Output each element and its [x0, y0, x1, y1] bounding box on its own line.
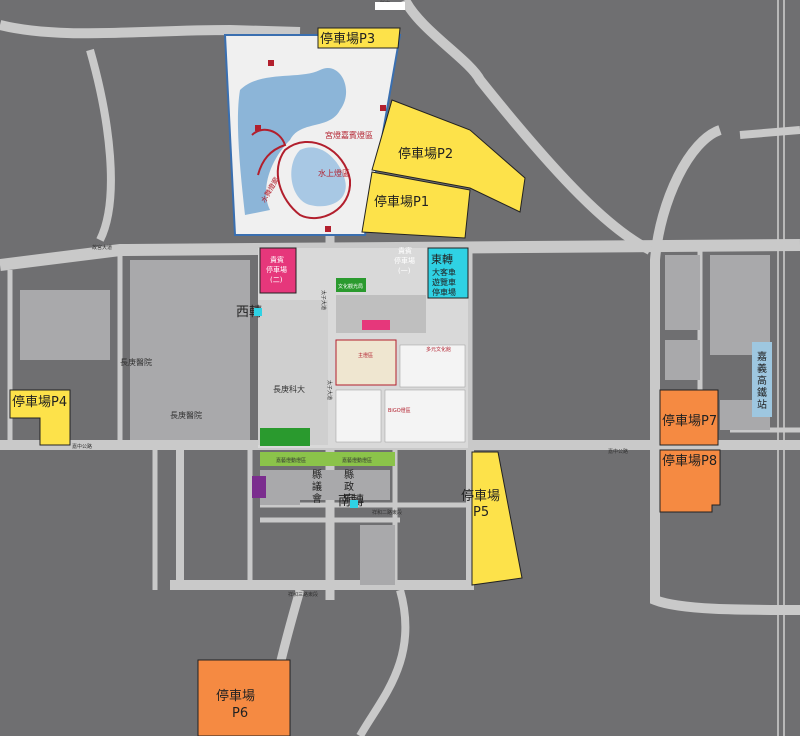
- county-council-3: 會: [312, 492, 322, 505]
- xiangyang-road-label: 祥和三路東段: [288, 591, 318, 598]
- bus-line-2: 遊覽車: [432, 277, 456, 287]
- parking-p7: [659, 389, 719, 446]
- parking-p8: [659, 449, 721, 513]
- vip2-line-1: 貴賓: [270, 255, 284, 264]
- bus-line-3: 停車場: [432, 287, 456, 297]
- cultural-center-label: 文化觀光局: [338, 283, 363, 290]
- building-blocks: [20, 255, 770, 585]
- parking-p2: [371, 99, 526, 213]
- parking-p6: [197, 659, 291, 736]
- culture-bureau-box: [336, 278, 366, 292]
- hsr-1: 嘉: [757, 350, 767, 363]
- performance-zone-label-2: 嘉藝燈動燈區: [342, 457, 372, 464]
- vip2-line-3: (二): [270, 276, 283, 284]
- county-gov-1: 縣: [344, 469, 354, 481]
- parking-p3: [317, 27, 401, 49]
- county-council-2: 議: [312, 480, 322, 493]
- vip1-line-1: 貴賓: [398, 246, 412, 255]
- jiazhong-road-label: 嘉中公路: [72, 443, 92, 450]
- taizi-road-label: 太子大道: [320, 290, 327, 310]
- changgung-univ-block: [258, 300, 328, 445]
- p8-label: 停車場P8: [662, 453, 717, 469]
- lantern-main-label: 主燈區: [358, 352, 373, 359]
- hsr-station-block: [752, 342, 772, 417]
- p7-label: 停車場P7: [662, 413, 717, 429]
- hsr-3: 高: [757, 374, 767, 387]
- bus-parking: [427, 247, 469, 299]
- county-gov-3: 府: [344, 492, 354, 505]
- water-park-area: [223, 34, 402, 236]
- vip2-line-2: 停車場: [266, 265, 287, 274]
- hsr-5: 站: [757, 398, 767, 411]
- changgung-hosp-label: 長庚醫院: [120, 357, 152, 367]
- jiazhong-road-label-2: 嘉中公路: [608, 448, 628, 455]
- p2-label: 停車場P2: [398, 146, 453, 162]
- marker-icons: [254, 2, 462, 508]
- p6-label-2: P6: [232, 706, 248, 721]
- parking-p4: [9, 389, 71, 446]
- p5-label-2: P5: [473, 505, 489, 520]
- parking-p5: [471, 451, 523, 586]
- main-lantern-zone: [335, 295, 466, 443]
- water-area-label: 水上燈區: [318, 168, 350, 178]
- p5-label-1: 停車場: [461, 488, 500, 504]
- bigo-label: BiGO燈區: [388, 407, 411, 414]
- hsr-4: 鐵: [757, 386, 767, 399]
- p1-label: 停車場P1: [374, 194, 429, 210]
- parking-p1: [361, 171, 471, 239]
- county-council-1: 縣: [312, 469, 322, 481]
- vip-parking-2: [259, 247, 297, 294]
- county-gov-2: 政: [344, 480, 354, 493]
- green-strip: [260, 428, 310, 446]
- p4-label: 停車場P4: [12, 394, 67, 410]
- gushi-road-label: 故宮大道: [92, 244, 112, 251]
- p6-label-1: 停車場: [216, 688, 255, 704]
- changgung-hosp2-label: 長庚醫院: [170, 410, 202, 420]
- hsr-2: 義: [757, 362, 767, 375]
- performance-zone-strip: [260, 452, 395, 466]
- purple-block: [252, 476, 266, 498]
- bus-line-1: 大客車: [432, 267, 456, 277]
- vip1-line-3: (一): [398, 267, 411, 275]
- east-shuttle-label: 東轉: [431, 253, 453, 266]
- changgung-univ-label: 長庚科大: [273, 384, 305, 394]
- xiangnan-road-label: 祥和二路東段: [372, 509, 402, 516]
- performance-zone-label: 嘉藝燈動燈區: [276, 457, 306, 464]
- taizi-road-label-2: 太子大道: [326, 380, 333, 400]
- vip1-line-2: 停車場: [394, 256, 415, 265]
- vip-area-label: 宮燈嘉賓燈區: [325, 130, 373, 140]
- p3-label: 停車場P3: [320, 31, 375, 47]
- culture-market-label: 多元文化館: [426, 346, 451, 353]
